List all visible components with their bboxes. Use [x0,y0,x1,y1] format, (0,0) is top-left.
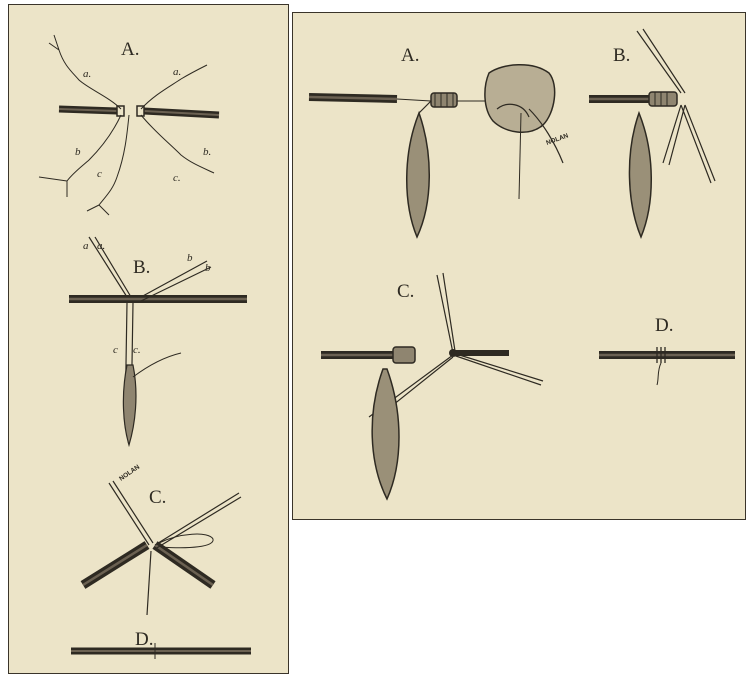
left-figure-panel: A. a. a. b b. c c. B. a a. b b [8,4,289,674]
label-right-A: A. [401,45,419,66]
label-c-left: c [97,168,102,180]
left-signature: NOLAN [118,463,141,482]
label-C: C. [149,487,166,508]
label-B: B. [133,257,150,278]
label-a-right: a. [173,66,181,78]
label-B-b1: b [187,252,193,264]
label-B-c1: c [113,344,118,356]
right-figure-C-drawing [321,273,543,499]
label-right-B: B. [613,45,630,66]
figure-B-drawing [69,237,247,445]
label-a-left: a. [83,68,91,80]
label-B-a1: a [83,240,89,252]
label-A: A. [121,39,139,60]
left-figure-drawing: A. a. a. b b. c c. B. a a. b b [9,5,289,674]
label-D: D. [135,629,153,650]
right-figure-D-drawing [599,347,735,385]
label-c-right: c. [173,172,181,184]
label-b-left: b [75,146,81,158]
right-figure-panel: A. NOLAN B. C. [292,12,746,520]
label-right-D: D. [655,315,673,336]
label-b-right: b. [203,146,211,158]
label-right-C: C. [397,281,414,302]
label-B-c2: c. [133,344,141,356]
figure-A-vessels [59,106,219,116]
right-figure-A-drawing [309,65,563,237]
figure-D-drawing [71,643,251,659]
figure-A-sutures [39,35,214,215]
right-figure-B-drawing [589,29,715,237]
right-figure-drawing: A. NOLAN B. C. [293,13,746,520]
